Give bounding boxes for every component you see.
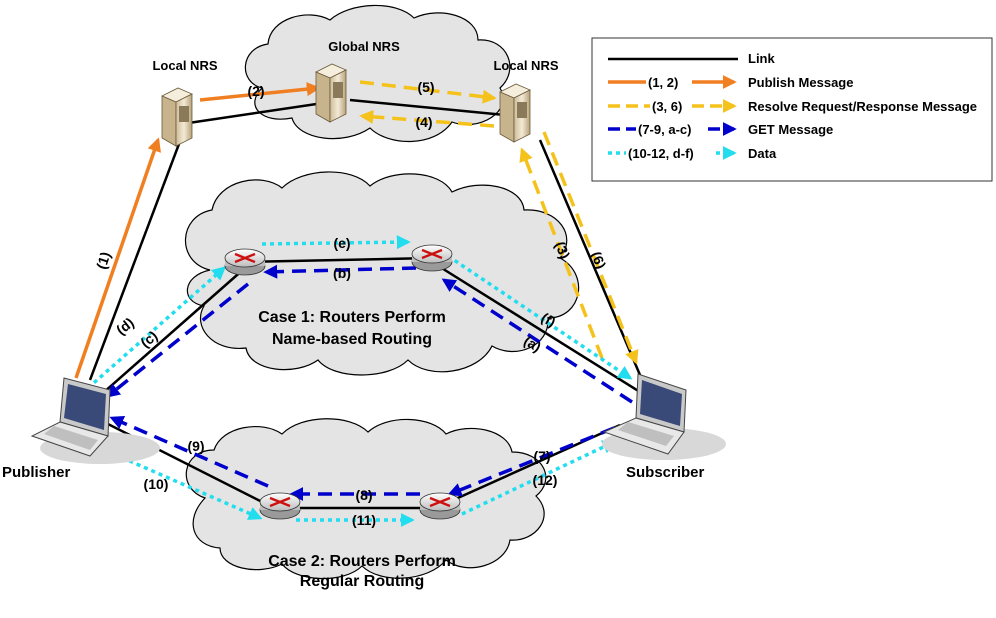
arrow-step-e bbox=[261, 235, 411, 250]
case1-title-line1: Case 1: Routers Perform bbox=[258, 309, 446, 326]
arrow-step-9 bbox=[109, 416, 269, 488]
step-label-f: (f) bbox=[538, 309, 558, 330]
router-icon bbox=[411, 244, 453, 272]
link-publisher-r1 bbox=[94, 267, 246, 401]
legend: Link (1, 2) Publish Message (3, 6) Resol… bbox=[591, 37, 993, 182]
step-label-5: (5) bbox=[417, 79, 434, 95]
step-label-8: (8) bbox=[355, 487, 372, 503]
publisher-label: Publisher bbox=[2, 464, 71, 481]
server-icon bbox=[161, 87, 193, 147]
step-label-b: (b) bbox=[333, 265, 351, 281]
step-label-4: (4) bbox=[415, 114, 432, 130]
link-global-localnrs bbox=[349, 98, 506, 117]
arrow-step-2 bbox=[199, 82, 321, 102]
arrow-step-a bbox=[441, 278, 633, 404]
legend-get-steps: (7-9, a-c) bbox=[638, 122, 691, 137]
link-r2-subscriber bbox=[431, 260, 641, 394]
legend-resolve-label: Resolve Request/Response Message bbox=[748, 99, 977, 114]
legend-resolve-steps: (3, 6) bbox=[652, 99, 682, 114]
subscriber-label: Subscriber bbox=[626, 464, 705, 481]
legend-get-label: GET Message bbox=[748, 122, 833, 137]
step-label-d: (d) bbox=[113, 314, 137, 338]
get-arrows bbox=[105, 264, 633, 501]
cloud-global-nrs bbox=[244, 4, 511, 143]
arrow-step-10 bbox=[99, 446, 263, 520]
arrow-step-6 bbox=[542, 131, 639, 365]
data-arrows bbox=[86, 235, 633, 527]
step-label-1: (1) bbox=[93, 250, 114, 271]
link-localnrs-global bbox=[174, 100, 331, 127]
router-icon bbox=[419, 492, 461, 520]
legend-publish-label: Publish Message bbox=[748, 75, 853, 90]
step-label-a: (a) bbox=[521, 332, 544, 354]
step-label-2: (2) bbox=[247, 83, 264, 99]
step-label-3: (3) bbox=[552, 239, 573, 261]
arrow-step-c bbox=[105, 282, 250, 398]
link-publisher-localnrs bbox=[88, 127, 187, 381]
router-icon bbox=[224, 248, 266, 276]
global-nrs-label: Global NRS bbox=[328, 39, 400, 54]
arrow-step-b bbox=[263, 264, 417, 279]
laptop-icon bbox=[30, 377, 160, 464]
arrow-step-1 bbox=[74, 137, 161, 379]
step-label-e: (e) bbox=[333, 235, 350, 251]
legend-data-steps: (10-12, d-f) bbox=[628, 146, 694, 161]
arrow-step-3 bbox=[519, 147, 604, 359]
arrow-step-d bbox=[86, 266, 227, 390]
step-label-6: (6) bbox=[588, 249, 609, 271]
router-icon bbox=[259, 492, 301, 520]
local-nrs-right-label: Local NRS bbox=[493, 58, 558, 73]
laptop-icon bbox=[602, 373, 726, 460]
arrow-step-7 bbox=[447, 426, 615, 497]
step-label-11: (11) bbox=[352, 512, 376, 528]
server-icon bbox=[315, 63, 347, 123]
step-label-9: (9) bbox=[187, 438, 204, 454]
step-label-10: (10) bbox=[144, 476, 169, 492]
arrow-step-4 bbox=[359, 109, 495, 128]
step-label-12: (12) bbox=[533, 472, 558, 488]
step-labels: (1) (2) (3) (4) (5) (6) (7) (8) (9) (10)… bbox=[93, 79, 609, 528]
link-localnrs-subscriber bbox=[538, 139, 642, 376]
server-icon bbox=[499, 83, 531, 143]
step-label-c: (c) bbox=[137, 327, 160, 350]
arrow-step-5 bbox=[359, 80, 497, 104]
case2-title-line1: Case 2: Routers Perform bbox=[268, 553, 456, 570]
cloud-case1 bbox=[184, 171, 580, 376]
resolve-arrows bbox=[359, 80, 639, 365]
link-r1-r2 bbox=[244, 256, 433, 264]
step-label-7: (7) bbox=[533, 448, 550, 464]
publish-arrows bbox=[74, 82, 321, 379]
legend-publish-steps: (1, 2) bbox=[648, 75, 678, 90]
legend-data-label: Data bbox=[748, 146, 777, 161]
case1-title-line2: Name-based Routing bbox=[272, 331, 432, 348]
cloud-case2 bbox=[185, 418, 547, 580]
local-nrs-left-label: Local NRS bbox=[152, 58, 217, 73]
case2-title-line2: Regular Routing bbox=[300, 573, 424, 590]
legend-link-label: Link bbox=[748, 51, 775, 66]
